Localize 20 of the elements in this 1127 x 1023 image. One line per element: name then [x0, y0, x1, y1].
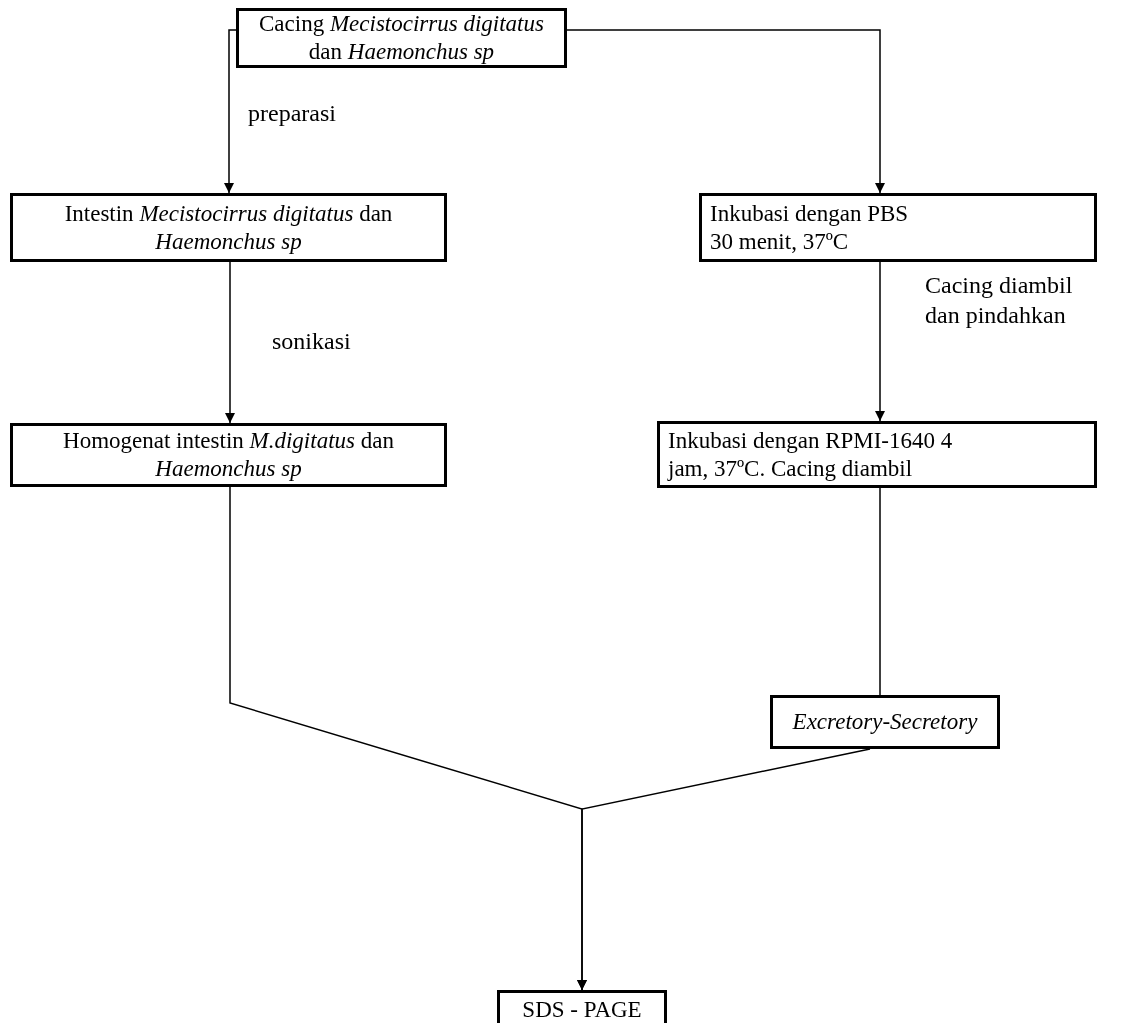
arrow	[566, 29, 885, 194]
step-text: Homogenat intestin M.digitatus dan Haemonchus sp	[62, 427, 395, 483]
arrow	[224, 29, 237, 194]
process-box	[10, 193, 447, 262]
process-box	[497, 990, 667, 1023]
arrow	[875, 261, 885, 422]
process-box	[236, 8, 567, 68]
step-text: SDS - PAGE	[521, 996, 643, 1023]
process-box	[699, 193, 1097, 262]
step-text: Intestin Mecistocirrus digitatus dan Haemonchus sp	[63, 199, 394, 256]
process-box	[657, 421, 1097, 488]
step-text: Excretory-Secretory	[791, 708, 979, 736]
step-text: Inkubasi dengan PBS 30 menit, 37ºC	[710, 199, 910, 256]
connector-line	[879, 487, 881, 696]
step-text: Inkubasi dengan RPMI-1640 4 jam, 37ºC. Cacing diambil	[668, 426, 954, 483]
step-text: Cacing Mecistocirrus digitatus dan Haemonchus sp	[258, 10, 545, 66]
arrow	[225, 261, 235, 424]
arrow	[577, 748, 871, 991]
process-box	[10, 423, 447, 487]
process-box	[770, 695, 1000, 749]
